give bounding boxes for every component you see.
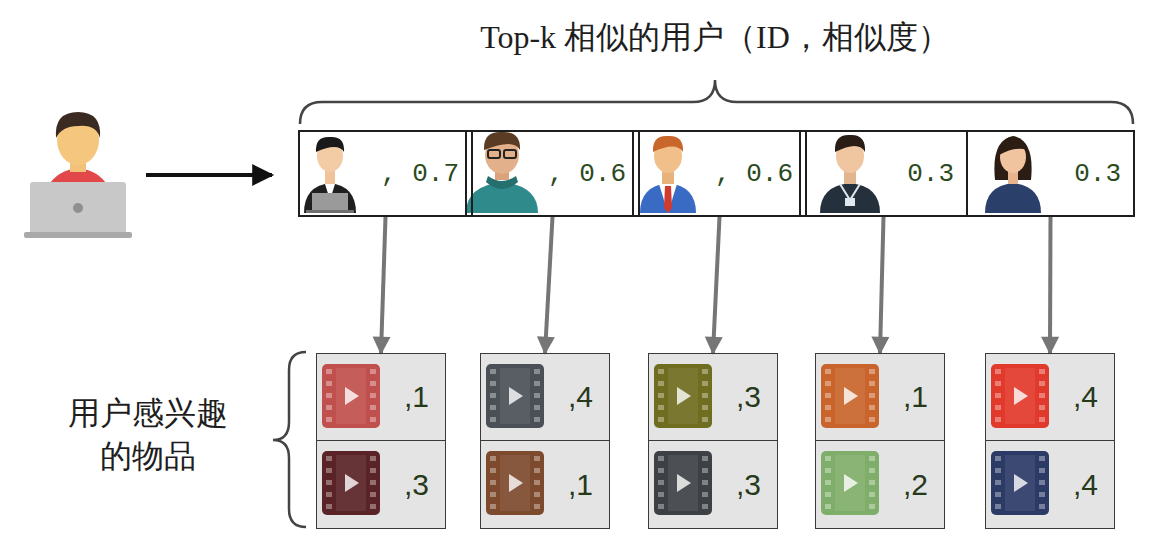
connector-arrow xyxy=(880,217,884,353)
item-cell: ,4 xyxy=(480,353,610,441)
avatar xyxy=(304,183,356,213)
avatar xyxy=(985,136,1041,213)
diagram-title: Top-k 相似的用户（ID，相似度） xyxy=(480,16,950,60)
node-text: , 0.6 xyxy=(715,159,793,189)
film-icon xyxy=(322,364,380,428)
film-icon xyxy=(821,364,879,428)
current-user-figure xyxy=(56,112,100,138)
title-text: Top-k 相似的用户（ID，相似度） xyxy=(480,19,950,55)
item-cell: ,3 xyxy=(648,353,778,441)
item-cell-ground xyxy=(648,353,778,529)
avatar xyxy=(640,136,696,213)
connector-arrow xyxy=(545,217,553,353)
node-text: ,1 xyxy=(404,380,429,414)
node-text: , 0.7 xyxy=(381,159,459,189)
item-cell: ,4 xyxy=(985,353,1115,441)
item-cell: ,4 xyxy=(985,440,1115,529)
current-user-figure xyxy=(73,203,83,213)
item-cell: ,3 xyxy=(648,440,778,529)
avatar xyxy=(306,210,354,213)
query-arrow xyxy=(146,173,272,177)
connector-arrow xyxy=(713,217,720,353)
avatar xyxy=(820,183,880,213)
avatar xyxy=(466,132,538,213)
film-icon xyxy=(486,364,544,428)
avatar xyxy=(504,150,516,158)
item-cell-ground xyxy=(480,353,610,529)
item-cell-ground xyxy=(985,353,1115,529)
item-cell: ,1 xyxy=(815,353,945,441)
item-cell: ,3 xyxy=(316,440,446,529)
node-text: 0.3 xyxy=(907,159,954,189)
group-label: 用户感兴趣 的物品 xyxy=(62,392,234,478)
node-text: ,4 xyxy=(1073,468,1098,502)
item-cell: ,2 xyxy=(815,440,945,529)
avatar xyxy=(316,137,344,152)
avatar xyxy=(840,184,860,200)
avatar xyxy=(659,184,677,213)
node-text: 0.3 xyxy=(1074,159,1121,189)
connector-arrow xyxy=(381,217,386,353)
avatar xyxy=(985,183,1041,213)
user-cell: 0.3 xyxy=(799,130,968,217)
label-text: 用户感兴趣 的物品 xyxy=(68,395,228,474)
avatar xyxy=(312,193,348,211)
avatar xyxy=(488,150,500,158)
avatar xyxy=(653,136,683,152)
user-cell: , 0.6 xyxy=(632,130,807,217)
avatar xyxy=(845,198,855,206)
node-text: ,3 xyxy=(736,380,761,414)
avatar xyxy=(820,135,880,213)
node-text: , 0.6 xyxy=(548,159,626,189)
avatar xyxy=(484,132,520,150)
avatar xyxy=(640,183,696,213)
item-cell: ,1 xyxy=(480,440,610,529)
item-cell: ,1 xyxy=(316,353,446,441)
film-icon xyxy=(322,451,380,515)
avatar xyxy=(304,137,356,213)
top-brace xyxy=(300,80,1133,124)
node-text: ,2 xyxy=(903,468,928,502)
film-icon xyxy=(486,451,544,515)
avatar xyxy=(664,186,672,213)
connector-arrow xyxy=(1048,217,1053,353)
node-text: ,1 xyxy=(568,468,593,502)
user-cell: , 0.7 xyxy=(298,130,473,217)
film-icon xyxy=(821,451,879,515)
avatar xyxy=(835,135,865,152)
node-text: ,4 xyxy=(1073,380,1098,414)
node-text: ,3 xyxy=(736,468,761,502)
user-cell: 0.3 xyxy=(966,130,1135,217)
film-icon xyxy=(654,451,712,515)
current-user-figure xyxy=(24,112,132,238)
node-text: ,3 xyxy=(404,468,429,502)
current-user-figure xyxy=(24,232,132,238)
item-cell-ground xyxy=(316,353,1115,529)
left-brace xyxy=(273,352,306,527)
item-cell-ground xyxy=(815,353,945,529)
avatar xyxy=(999,140,1027,155)
current-user-figure xyxy=(30,182,126,234)
node-text: ,1 xyxy=(903,380,928,414)
user-cell: , 0.6 xyxy=(465,130,640,217)
node-text: ,4 xyxy=(568,380,593,414)
film-icon xyxy=(991,451,1049,515)
film-icon xyxy=(991,364,1049,428)
film-icon xyxy=(654,364,712,428)
item-cell-ground xyxy=(316,353,446,529)
